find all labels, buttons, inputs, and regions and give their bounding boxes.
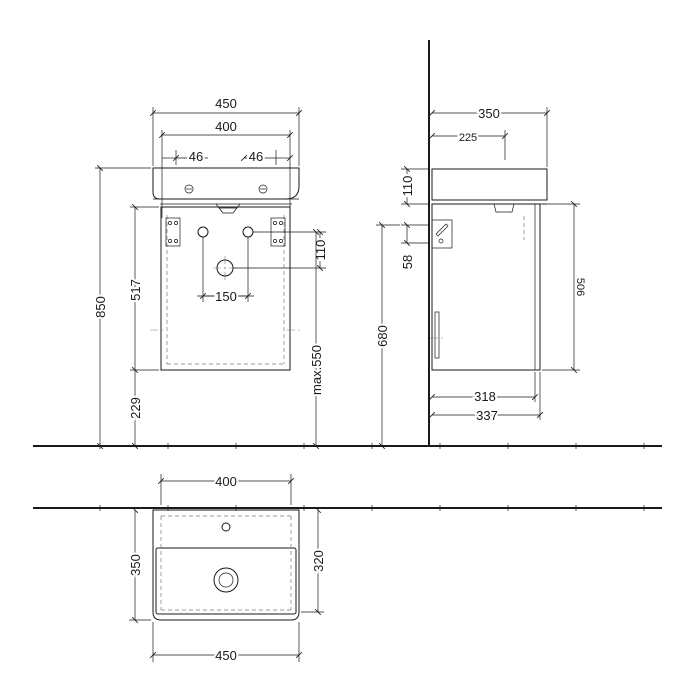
front-cabinet (160, 206, 291, 371)
front-drain (215, 203, 241, 214)
top-drain-inner (218, 572, 234, 588)
top-basin-outline (152, 509, 300, 621)
floor-line (33, 443, 662, 449)
tap-hole-left (184, 184, 194, 194)
dim-side-depth: 350 (478, 106, 500, 121)
dim-top-depth-inner: 320 (311, 550, 326, 572)
dim-front-total-height: 850 (93, 296, 108, 318)
supply-hole-right (242, 226, 254, 238)
dim-front-basin-width: 450 (215, 96, 237, 111)
top-tap-hole (221, 522, 231, 532)
dim-top-mount-spacing: 400 (215, 474, 237, 489)
dim-front-mount-spacing: 400 (215, 119, 237, 134)
side-basin-outline (431, 168, 548, 201)
dim-front-edge-left: 46 (189, 149, 203, 164)
front-basin-outline (152, 167, 300, 200)
dim-side-depth-outer: 337 (476, 408, 498, 423)
top-basin-bowl (155, 547, 297, 615)
dim-front-hole-offset: 110 (313, 240, 328, 261)
side-cabinet (431, 203, 541, 371)
dim-side-depth-inner: 318 (474, 389, 496, 404)
dim-top-basin-width: 450 (215, 648, 237, 663)
side-view: 350 225 110 58 680 506 318 337 (373, 104, 588, 450)
tap-hole-right (258, 184, 268, 194)
dim-side-mount-height: 680 (375, 325, 390, 347)
side-drain (493, 203, 515, 213)
dim-front-edge-right: 46 (249, 149, 263, 164)
wall-line-top-view (33, 505, 662, 511)
dim-front-cabinet-height: 517 (128, 279, 143, 301)
top-drain-outer (213, 567, 239, 593)
dim-front-floor-clearance: 229 (128, 397, 143, 419)
top-view: 400 350 320 450 (126, 472, 328, 665)
dim-front-max-height: max.550 (309, 345, 324, 395)
side-bracket (431, 219, 453, 249)
front-view: 450 400 46 46 850 517 229 110 max.550 (91, 94, 330, 450)
dim-side-cabinet-height: 506 (574, 278, 586, 296)
supply-hole-left (197, 226, 209, 238)
dim-side-tap-offset: 225 (459, 132, 477, 144)
dim-side-basin-thickness: 110 (400, 176, 415, 197)
dim-side-bracket-offset: 58 (400, 255, 415, 269)
wall-bracket-left (165, 217, 181, 247)
dim-front-hole-spacing: 150 (215, 289, 237, 304)
dim-top-depth-outer: 350 (128, 554, 143, 576)
